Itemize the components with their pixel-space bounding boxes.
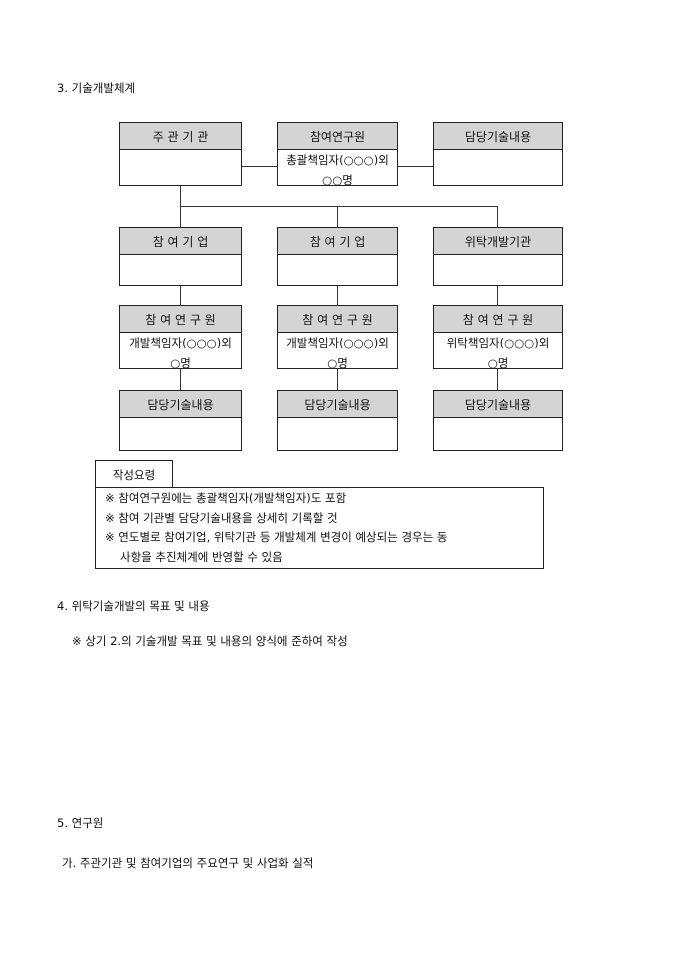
section-5-sub: 가. 주관기관 및 참여기업의 주요연구 및 사업화 실적	[62, 856, 314, 870]
connector	[397, 166, 433, 167]
connector	[337, 368, 338, 390]
box-text: 개발책임자(○○○)외	[286, 336, 389, 350]
guide-line: ※ 참여연구원에는 총괄책임자(개발책임자)도 포함	[105, 491, 347, 505]
section-4-note: ※ 상기 2.의 기술개발 목표 및 내용의 양식에 준하여 작성	[72, 634, 348, 648]
box-header: 담당기술내용	[434, 123, 562, 150]
box-header: 참여연구원	[278, 123, 397, 150]
connector	[497, 285, 498, 305]
box-header: 참 여 연 구 원	[434, 306, 562, 333]
connector	[180, 206, 498, 207]
section-5-title: 5. 연구원	[57, 816, 104, 830]
org-box: 참 여 기 업	[119, 227, 242, 286]
box-text: ○명	[170, 356, 191, 370]
tech-box: 담당기술내용	[119, 390, 242, 451]
box-text: ○○명	[322, 173, 353, 187]
tech-box: 담당기술내용	[277, 390, 398, 451]
guide-line: ※ 참여 기관별 담당기술내용을 상세히 기록할 것	[105, 510, 338, 525]
box-text: 총괄책임자(○○○)외	[286, 153, 389, 167]
box-header: 담당기술내용	[278, 391, 397, 418]
tech-box: 담당기술내용	[433, 390, 563, 451]
box-text: ○명	[327, 356, 348, 370]
box-header: 참 여 연 구 원	[120, 306, 241, 333]
connector	[497, 368, 498, 390]
connector	[180, 285, 181, 305]
box-header: 담당기술내용	[434, 391, 562, 418]
connector	[337, 206, 338, 227]
box-header: 참 여 연 구 원	[278, 306, 397, 333]
box-header: 주 관 기 관	[120, 123, 241, 150]
org-box: 참 여 기 업	[277, 227, 398, 286]
org-box: 위탁개발기관	[433, 227, 563, 286]
box-header: 참 여 기 업	[278, 228, 397, 255]
box-text: 개발책임자(○○○)외	[129, 336, 232, 350]
box-header: 참 여 기 업	[120, 228, 241, 255]
box-header: 위탁개발기관	[434, 228, 562, 255]
guide-box: ※ 참여연구원에는 총괄책임자(개발책임자)도 포함 ※ 참여 기관별 담당기술…	[95, 487, 544, 569]
guide-tab: 작성요령	[95, 460, 173, 488]
connector	[337, 285, 338, 305]
connector	[241, 166, 277, 167]
section-4-title: 4. 위탁기술개발의 목표 및 내용	[57, 599, 210, 613]
connector	[497, 206, 498, 227]
box-text: 위탁책임자(○○○)외	[446, 336, 550, 350]
lead-researchers-box: 참여연구원 총괄책임자(○○○)외 ○○명	[277, 122, 398, 187]
lead-org-box: 주 관 기 관	[119, 122, 242, 186]
lead-tech-box: 담당기술내용	[433, 122, 563, 186]
guide-line: 사항을 추진체계에 반영할 수 있음	[120, 549, 283, 564]
section-3-title: 3. 기술개발체계	[57, 81, 136, 95]
connector	[180, 368, 181, 390]
box-header: 담당기술내용	[120, 391, 241, 418]
box-text: ○명	[487, 356, 509, 370]
guide-line: ※ 연도별로 참여기업, 위탁기관 등 개발체계 변경이 예상되는 경우는 동	[105, 530, 448, 544]
